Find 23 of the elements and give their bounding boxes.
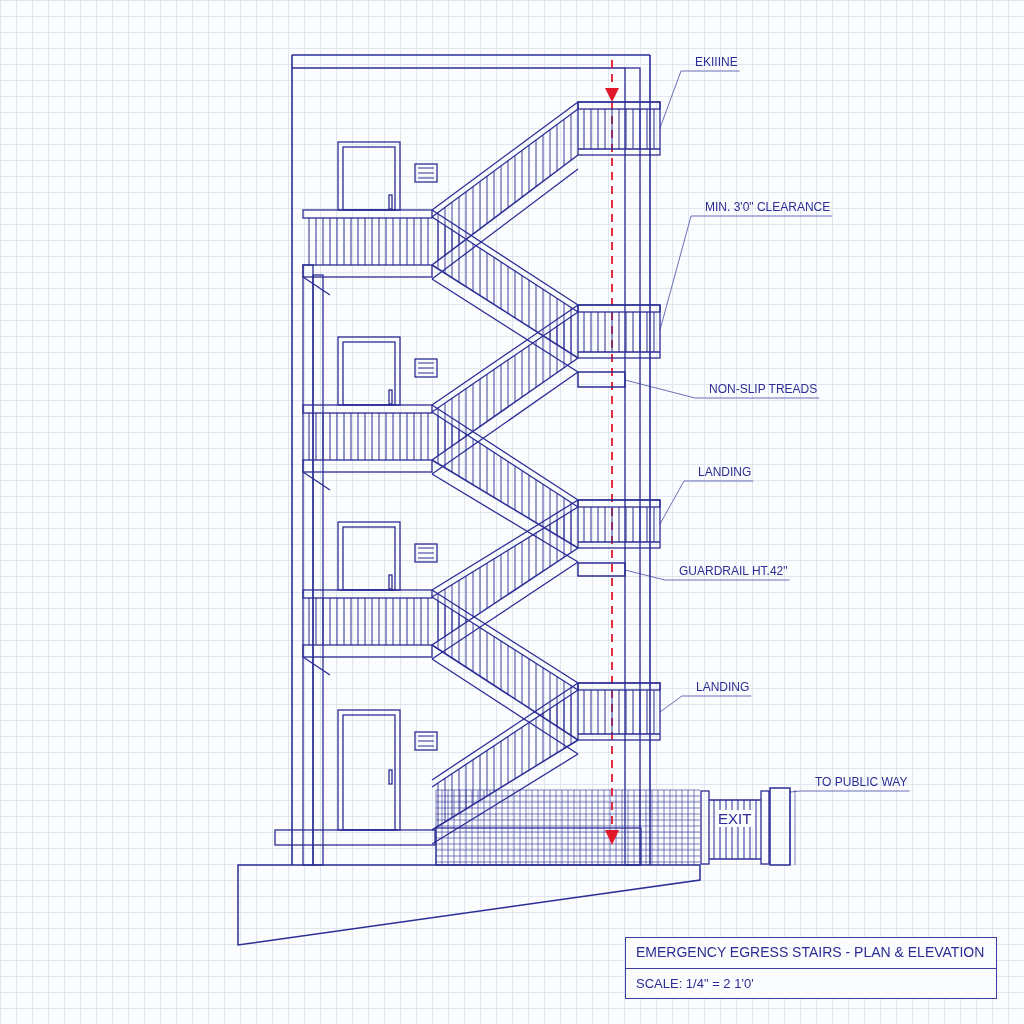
landing-railing bbox=[577, 101, 661, 156]
callout-label: GUARDRAIL HT.42" bbox=[677, 564, 790, 580]
callout-label: NON-SLIP TREADS bbox=[707, 382, 820, 398]
leader-line bbox=[624, 379, 820, 399]
leader-line bbox=[624, 569, 790, 581]
callout-label: LANDING bbox=[694, 680, 752, 696]
support-beam bbox=[577, 371, 626, 388]
leader-line bbox=[659, 480, 754, 525]
callout-label: TO PUBLIC WAY bbox=[813, 775, 910, 791]
exit-gate: EXIT bbox=[700, 790, 770, 865]
support-beam bbox=[577, 562, 626, 577]
leader-line bbox=[659, 70, 741, 129]
fence-post bbox=[769, 787, 791, 866]
landing-railing bbox=[577, 682, 661, 741]
leader-line bbox=[659, 695, 752, 713]
callout-label: MIN. 3'0" CLEARANCE bbox=[703, 200, 833, 216]
drawing-title: EMERGENCY EGRESS STAIRS - PLAN & ELEVATION bbox=[636, 944, 985, 960]
leader-line bbox=[789, 790, 910, 793]
landing-railing bbox=[577, 304, 661, 359]
callout-label: LANDING bbox=[696, 465, 754, 481]
scale-note: SCALE: 1/4" = 2 1'0' bbox=[636, 976, 754, 991]
callout-label: EKIIINE bbox=[693, 55, 740, 71]
landing-railing bbox=[577, 499, 661, 549]
